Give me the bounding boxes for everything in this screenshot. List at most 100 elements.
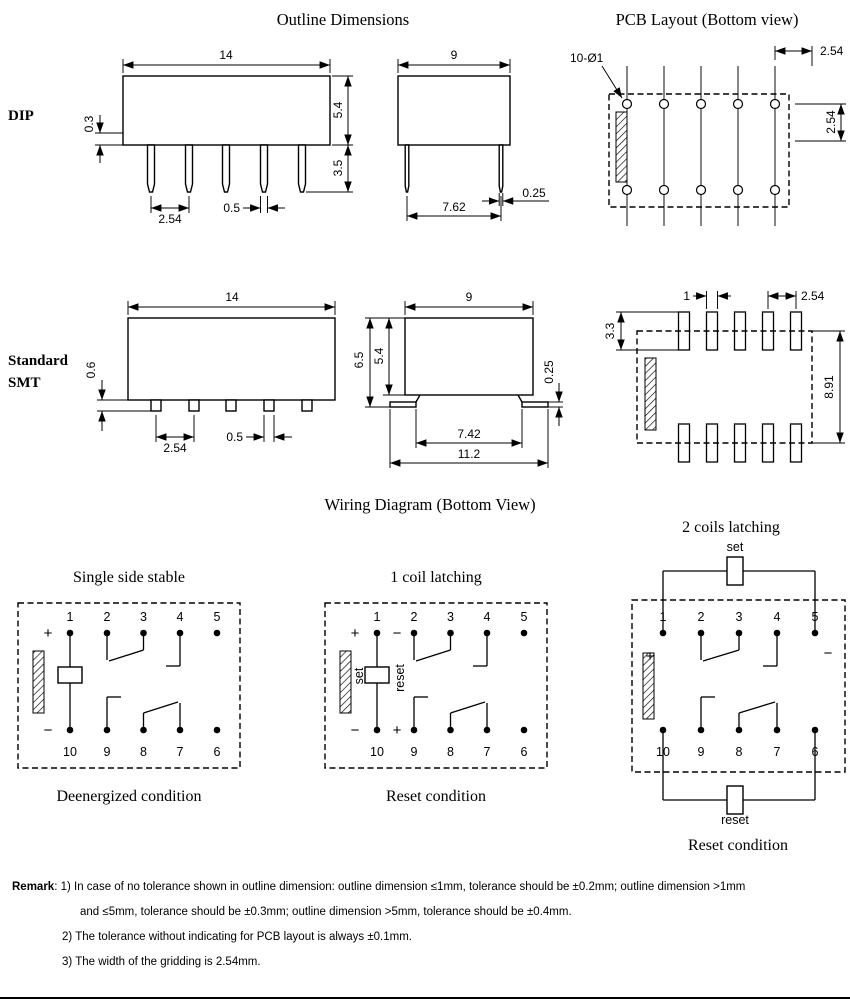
datasheet-drawing: Outline Dimensions PCB Layout (Bottom vi… [8, 10, 846, 854]
pin-label: 1 [374, 610, 381, 624]
pin-label: 7 [484, 745, 491, 759]
pin-dot [140, 629, 147, 637]
pin-label: 2 [104, 610, 111, 624]
pin-dot [483, 726, 491, 734]
pin-dot [811, 629, 819, 637]
polarity-mark [32, 650, 45, 714]
polarity-mark [642, 652, 655, 720]
pin-label: 5 [521, 610, 528, 624]
dim-label-dip-lead-length: 3.5 [331, 159, 345, 176]
remark-line-3: 2) The tolerance without indicating for … [62, 931, 412, 943]
relay-pin [259, 144, 269, 193]
gullwing-foot [521, 401, 549, 408]
dim-label-smt-pitch: 2.54 [163, 441, 187, 455]
dim-label-smt-span-inner: 7.42 [457, 427, 481, 441]
dim-label-dip-lead-thickness: 0.25 [522, 186, 546, 200]
relay-outline-dashed [608, 93, 790, 208]
pin-dot [103, 726, 111, 734]
pin-label: 2 [411, 610, 418, 624]
mounting-hole [695, 184, 707, 196]
dim-label-row-gap: 8.91 [822, 375, 836, 399]
wiring-one-coil-latching: 1 coil latching 1 2 3 4 5 10 9 8 7 [324, 569, 548, 805]
mounting-hole [769, 184, 781, 196]
dim-label-dip-standoff: 0.3 [82, 115, 96, 132]
dim-label-smt-total-height: 6.5 [352, 351, 366, 368]
polarity-plus: + [393, 722, 402, 739]
pin-dot [520, 726, 528, 734]
pin-label: 10 [656, 745, 670, 759]
dim-label-smt-span-outer: 11.2 [458, 447, 481, 461]
pin-dot [773, 629, 781, 637]
pin-label: 8 [447, 745, 454, 759]
dim-label-dip-pitch: 2.54 [158, 212, 182, 226]
polarity-mark [615, 111, 628, 183]
pin-dot [659, 629, 667, 637]
wiring-two-coils-latching: 2 coils latching set 1 2 [631, 519, 846, 854]
coil-symbol [57, 666, 83, 684]
mounting-hole [769, 98, 781, 110]
pin-label: 5 [812, 610, 819, 624]
pin-dot [373, 629, 381, 637]
pin-dot [66, 629, 74, 637]
polarity-plus: + [44, 625, 53, 642]
pin-dot [697, 629, 705, 637]
pin-label: 3 [447, 610, 454, 624]
remark-text-1: : 1) In case of no tolerance shown in ou… [54, 881, 746, 893]
relay-pin [184, 144, 194, 193]
pin-dot [176, 629, 184, 637]
remark-label: Remark [12, 881, 55, 893]
title-pcb-layout: PCB Layout (Bottom view) [616, 10, 799, 29]
dim-label-pad-width: 1 [683, 289, 690, 303]
pin-dot [697, 726, 705, 734]
remark-line-1: Remark: 1) In case of no tolerance shown… [12, 881, 745, 893]
smt-front-view: 14 0.6 2.54 0.5 [84, 290, 336, 455]
pin-label: 3 [140, 610, 147, 624]
relay-body-outline [397, 75, 511, 146]
dim-label-smt-lead-width: 0.5 [226, 430, 243, 444]
title-outline-dimensions: Outline Dimensions [277, 10, 409, 29]
pin-label: 9 [104, 745, 111, 759]
dim-label-pcb-pitch-x: 2.54 [820, 44, 844, 58]
pin-label: 6 [521, 745, 528, 759]
dim-label-pad-height: 3.3 [603, 322, 617, 339]
wiring-title-one-coil: 1 coil latching [390, 569, 482, 586]
mounting-hole [621, 184, 633, 196]
pin-label: 1 [67, 610, 74, 624]
pin-label: 6 [812, 745, 819, 759]
dim-label-smt-lead-thickness: 0.25 [542, 360, 556, 384]
relay-pin [404, 144, 410, 193]
relay-body-outline [404, 317, 534, 396]
pin-dot [213, 726, 221, 734]
dim-label-dip-lead-span: 7.62 [442, 200, 466, 214]
row-label-standard: Standard [8, 353, 69, 369]
relay-pin [498, 144, 504, 193]
pin-dot [447, 629, 454, 637]
mounting-hole [621, 98, 633, 110]
pin-label: 3 [736, 610, 743, 624]
pin-dot [66, 726, 74, 734]
contact-blade [143, 701, 179, 714]
relay-body-outline [127, 317, 336, 401]
dim-label-smt-depth: 9 [466, 290, 473, 304]
polarity-minus: − [824, 645, 833, 662]
polarity-plus: + [646, 648, 655, 665]
coil-label-set: set [352, 667, 366, 684]
mounting-hole [695, 98, 707, 110]
relay-body-outline [122, 75, 331, 146]
mounting-hole [658, 98, 670, 110]
remark-line-4: 3) The width of the gridding is 2.54mm. [62, 956, 261, 968]
wiring-title-two-coils: 2 coils latching [682, 519, 780, 536]
smt-foot [225, 399, 237, 412]
pin-label: 4 [177, 610, 184, 624]
polarity-minus: − [44, 722, 53, 739]
pin-dot [103, 629, 111, 637]
relay-outline-dashed [324, 602, 548, 769]
contact-blade [738, 701, 776, 714]
pin-dot [373, 726, 381, 734]
pin-label: 4 [484, 610, 491, 624]
dip-pcb-layout: 10-Ø1 2.54 2.54 [570, 44, 846, 226]
pin-label: 9 [411, 745, 418, 759]
pin-label: 2 [698, 610, 705, 624]
pin-label: 4 [774, 610, 781, 624]
